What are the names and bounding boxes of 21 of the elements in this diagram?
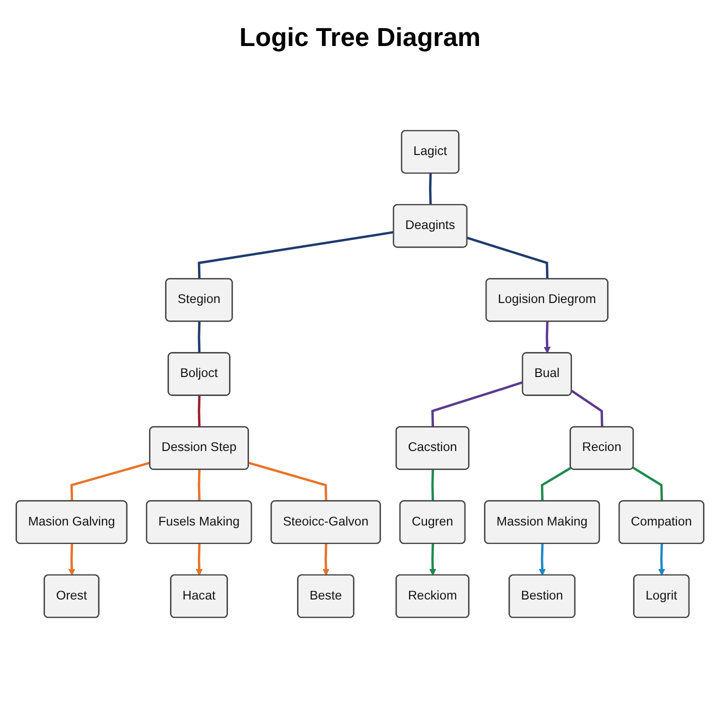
connector	[632, 466, 663, 502]
arrow	[322, 544, 330, 576]
connector	[248, 462, 328, 502]
diagram-title: Logic Tree Diagram	[238, 22, 482, 53]
connector	[429, 173, 432, 206]
arrow	[196, 544, 203, 576]
connector	[540, 466, 572, 502]
connector	[466, 236, 548, 280]
connector	[431, 470, 434, 502]
connector	[431, 381, 524, 428]
arrow	[544, 322, 551, 354]
connector	[198, 230, 394, 280]
arrow	[538, 544, 546, 576]
connector	[571, 390, 604, 428]
connector	[70, 462, 150, 502]
arrow	[429, 544, 436, 576]
arrow	[658, 544, 666, 576]
connector	[198, 322, 201, 354]
arrow	[68, 544, 76, 576]
connector	[198, 470, 201, 502]
connector	[198, 396, 201, 428]
